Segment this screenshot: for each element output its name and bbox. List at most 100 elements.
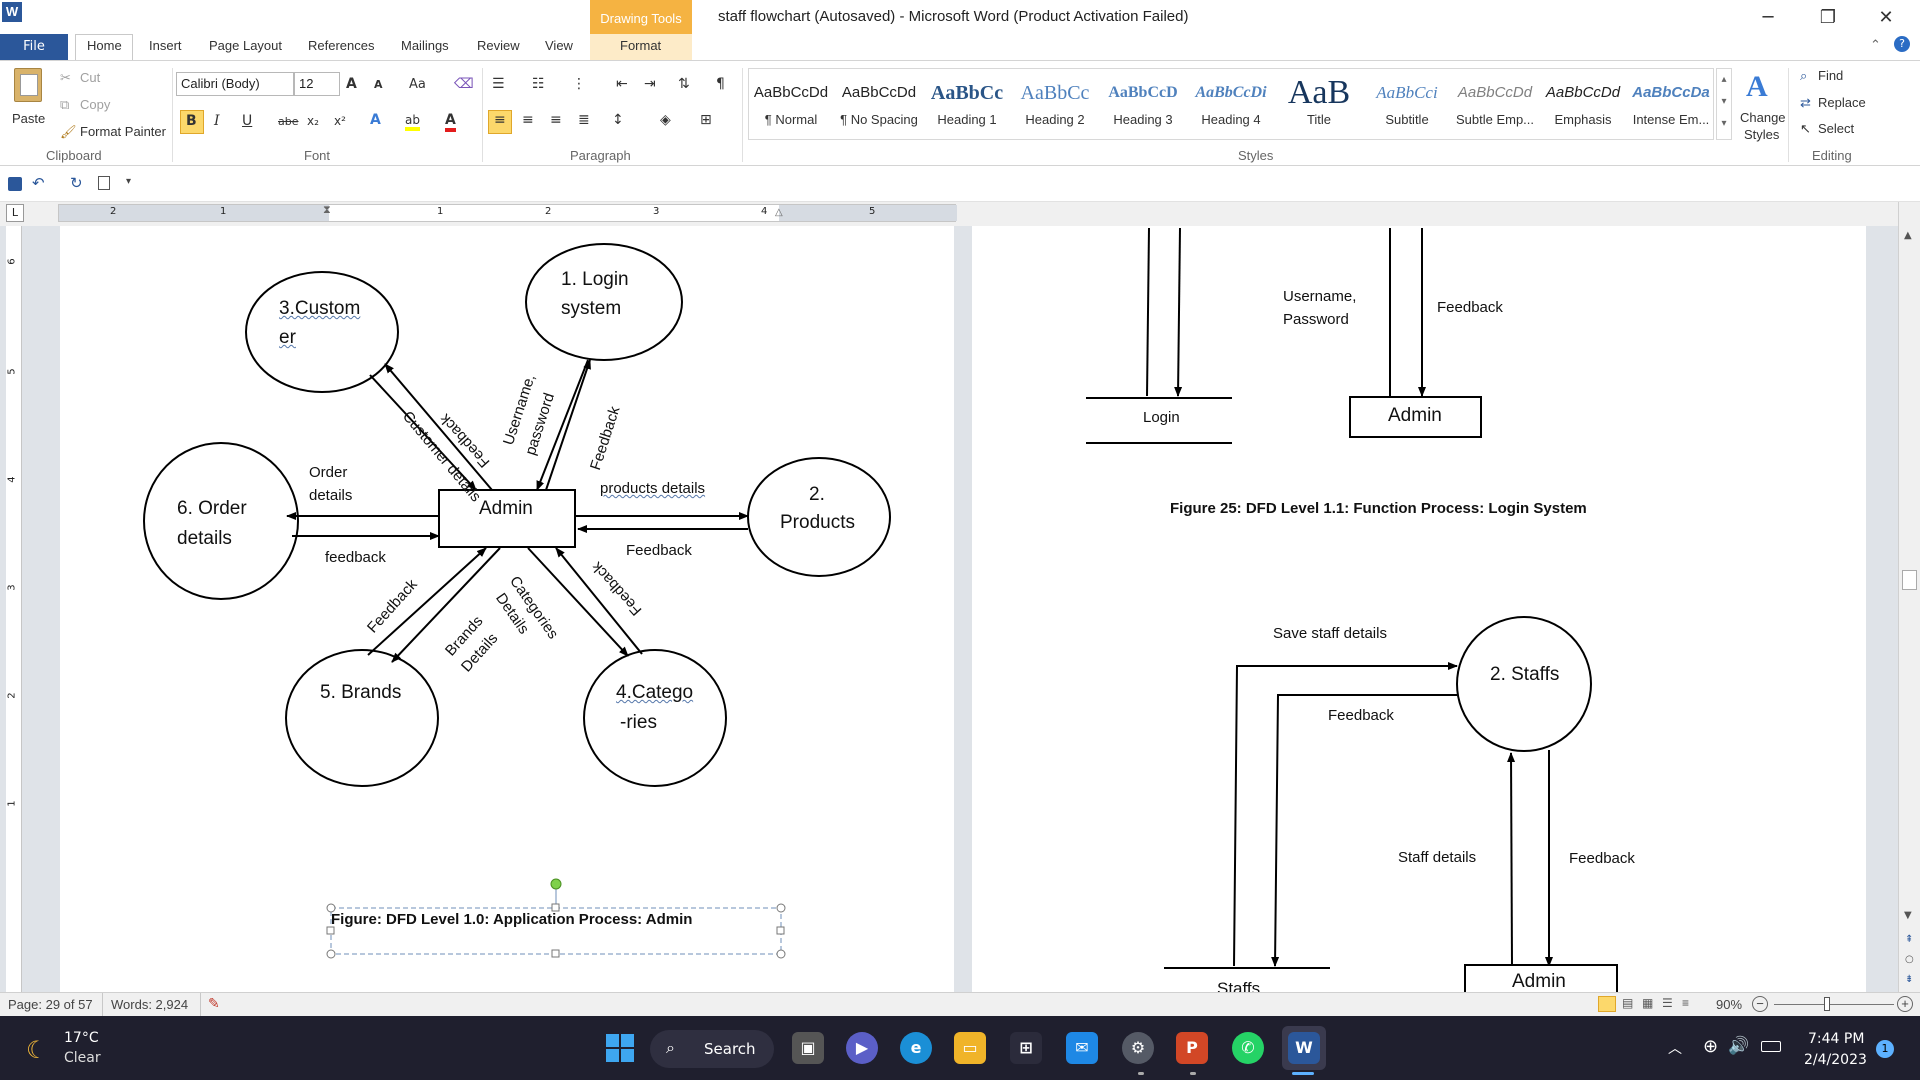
battery-icon[interactable]: [1761, 1041, 1781, 1052]
line-spacing-icon[interactable]: ↕: [612, 112, 624, 128]
browse-object-icon[interactable]: ○: [1905, 954, 1914, 965]
notification-badge[interactable]: 1: [1876, 1040, 1894, 1058]
file-explorer-icon[interactable]: ▭: [954, 1032, 986, 1064]
find-button[interactable]: Find: [1818, 68, 1844, 83]
tab-format[interactable]: Format: [620, 38, 662, 53]
change-styles-line2[interactable]: Styles: [1744, 127, 1780, 142]
find-icon[interactable]: ⌕: [1800, 68, 1808, 83]
microsoft-store-icon[interactable]: ⊞: [1010, 1032, 1042, 1064]
borders-icon[interactable]: ⊞: [700, 112, 712, 128]
tab-mailings[interactable]: Mailings: [401, 38, 449, 53]
style-intense-emphasis[interactable]: AaBbCcDa Intense Em...: [1628, 76, 1714, 138]
task-view-icon[interactable]: ▣: [792, 1032, 824, 1064]
language-globe-icon[interactable]: ⊕: [1703, 1036, 1719, 1057]
change-case-button[interactable]: Aa: [409, 77, 426, 92]
style-title[interactable]: AaB Title: [1276, 76, 1362, 138]
multilevel-list-icon[interactable]: ⋮: [572, 76, 586, 92]
style-heading-4[interactable]: AaBbCcDi Heading 4: [1188, 76, 1274, 138]
strikethrough-button[interactable]: abe: [278, 115, 299, 128]
grow-font-button[interactable]: A: [346, 76, 357, 92]
mail-icon[interactable]: ✉: [1066, 1032, 1098, 1064]
help-icon[interactable]: ?: [1894, 36, 1910, 52]
tab-page-layout[interactable]: Page Layout: [209, 38, 283, 53]
change-styles-icon[interactable]: A: [1746, 70, 1768, 103]
tab-file[interactable]: File: [0, 34, 68, 60]
word-count[interactable]: Words: 2,924: [111, 997, 189, 1012]
scroll-thumb[interactable]: [1902, 570, 1917, 590]
save-icon[interactable]: [8, 177, 22, 191]
vertical-ruler[interactable]: 6 5 4 3 2 1: [6, 226, 22, 992]
zoom-slider-track[interactable]: [1774, 1004, 1894, 1005]
windows-start-icon[interactable]: [606, 1034, 634, 1062]
copy-icon[interactable]: ⧉: [60, 97, 70, 112]
clock-date[interactable]: 2/4/2023: [1804, 1052, 1867, 1068]
cut-icon[interactable]: ✂: [60, 70, 71, 85]
scroll-up-icon[interactable]: ▲: [1904, 230, 1912, 241]
indent-marker-icon[interactable]: ⧗: [323, 203, 331, 216]
tab-references[interactable]: References: [308, 38, 375, 53]
superscript-button[interactable]: x²: [334, 114, 346, 128]
zoom-slider-thumb[interactable]: [1824, 997, 1830, 1011]
change-styles-line1[interactable]: Change: [1740, 110, 1786, 125]
style-subtle-emphasis[interactable]: AaBbCcDd Subtle Emp...: [1452, 76, 1538, 138]
styles-scroll-icon[interactable]: ▴▾▾: [1716, 68, 1732, 140]
font-size-select[interactable]: 12: [294, 72, 340, 96]
taskbar-search[interactable]: ⌕ Search: [650, 1030, 774, 1068]
format-painter-button[interactable]: Format Painter: [80, 124, 166, 139]
full-screen-reading-icon[interactable]: ▤: [1622, 996, 1634, 1010]
clear-formatting-icon[interactable]: ⌫: [454, 76, 474, 92]
minimize-button[interactable]: ─: [1762, 7, 1774, 28]
subscript-button[interactable]: x₂: [307, 114, 319, 128]
page-count[interactable]: Page: 29 of 57: [8, 997, 93, 1012]
style-normal[interactable]: AaBbCcDd ¶ Normal: [748, 76, 834, 138]
vertical-scrollbar[interactable]: ▲ ▼ ⇞ ○ ⇟: [1898, 202, 1920, 992]
clock-time[interactable]: 7:44 PM: [1808, 1031, 1865, 1047]
font-color-button[interactable]: A: [445, 112, 456, 132]
teams-chat-icon[interactable]: ▶: [846, 1032, 878, 1064]
print-layout-view-icon[interactable]: [1598, 996, 1616, 1012]
select-icon[interactable]: ↖: [1800, 121, 1811, 136]
tab-insert[interactable]: Insert: [149, 38, 182, 53]
page-left[interactable]: [60, 226, 954, 992]
decrease-indent-icon[interactable]: ⇤: [616, 76, 628, 92]
web-layout-icon[interactable]: ▦: [1642, 996, 1654, 1010]
style-emphasis[interactable]: AaBbCcDd Emphasis: [1540, 76, 1626, 138]
copy-button[interactable]: Copy: [80, 97, 111, 112]
zoom-level[interactable]: 90%: [1716, 997, 1743, 1012]
weather-temp[interactable]: 17°C: [64, 1030, 99, 1046]
tab-home[interactable]: Home: [87, 38, 122, 53]
word-app-icon[interactable]: W: [2, 2, 22, 22]
bold-button[interactable]: B: [186, 113, 197, 129]
select-button[interactable]: Select: [1818, 121, 1855, 136]
right-indent-marker-icon[interactable]: △: [775, 207, 783, 218]
page-right[interactable]: [972, 226, 1866, 992]
show-hidden-icons-icon[interactable]: ︿: [1668, 1041, 1682, 1057]
moon-weather-icon[interactable]: ☾: [26, 1036, 48, 1064]
edge-browser-icon[interactable]: e: [900, 1032, 932, 1064]
align-left-icon[interactable]: ≡: [494, 112, 506, 128]
proofing-icon[interactable]: ✎: [208, 995, 220, 1011]
close-button[interactable]: ✕: [1878, 7, 1894, 28]
powerpoint-icon[interactable]: P: [1176, 1032, 1208, 1064]
align-right-icon[interactable]: ≡: [550, 112, 562, 128]
cut-button[interactable]: Cut: [80, 70, 101, 85]
shrink-font-button[interactable]: A: [374, 78, 383, 91]
collapse-ribbon-icon[interactable]: ⌃: [1870, 38, 1881, 53]
horizontal-ruler[interactable]: 2 1 1 2 3 4 5 ⧗ △: [58, 203, 957, 222]
previous-page-icon[interactable]: ⇞: [1905, 934, 1914, 945]
outline-view-icon[interactable]: ☰: [1662, 996, 1673, 1010]
text-effects-icon[interactable]: A: [370, 112, 381, 128]
show-formatting-button[interactable]: ¶: [716, 76, 725, 92]
style-heading-3[interactable]: AaBbCcD Heading 3: [1100, 76, 1186, 138]
zoom-in-icon[interactable]: +: [1897, 996, 1913, 1012]
zoom-out-icon[interactable]: −: [1752, 996, 1768, 1012]
replace-button[interactable]: Replace: [1818, 95, 1866, 110]
format-painter-icon[interactable]: 🖌: [60, 124, 77, 139]
italic-button[interactable]: I: [214, 113, 220, 129]
style-heading-1[interactable]: AaBbCc Heading 1: [924, 76, 1010, 138]
font-family-select[interactable]: Calibri (Body): [176, 72, 294, 96]
restore-button[interactable]: ❐: [1819, 7, 1837, 28]
align-center-icon[interactable]: ≡: [522, 112, 534, 128]
style-no-spacing[interactable]: AaBbCcDd ¶ No Spacing: [836, 76, 922, 138]
whatsapp-icon[interactable]: ✆: [1232, 1032, 1264, 1064]
